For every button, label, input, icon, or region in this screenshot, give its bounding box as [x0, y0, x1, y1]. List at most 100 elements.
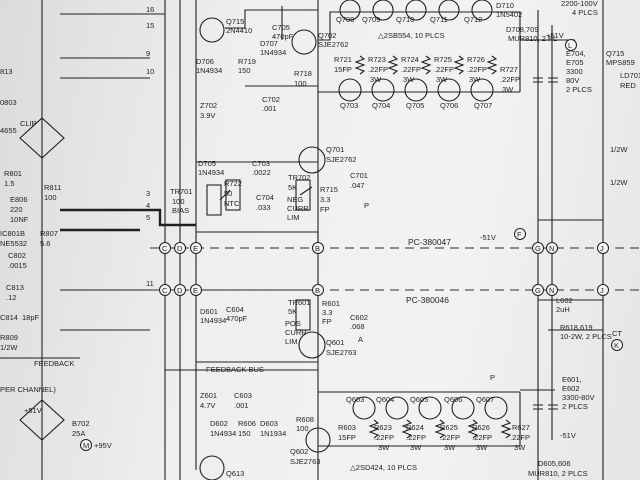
svg-text:R811: R811: [44, 183, 61, 192]
svg-text:1N4934: 1N4934: [260, 48, 286, 57]
svg-text:100: 100: [294, 79, 307, 88]
svg-text:Q715: Q715: [226, 17, 244, 26]
svg-text:R725: R725: [434, 55, 452, 64]
svg-text:.068: .068: [350, 322, 365, 331]
svg-text:Q707: Q707: [474, 101, 492, 110]
svg-text:10: 10: [146, 67, 154, 76]
svg-text:△2SD424, 10 PLCS: △2SD424, 10 PLCS: [350, 463, 417, 472]
svg-text:NTC: NTC: [224, 199, 240, 208]
svg-text:1/2W: 1/2W: [610, 178, 628, 187]
svg-text:M: M: [83, 441, 89, 450]
svg-text:.12: .12: [6, 293, 16, 302]
svg-text:470pF: 470pF: [272, 32, 294, 41]
svg-text:Q709: Q709: [362, 15, 380, 24]
lower-output-transistors: [352, 396, 512, 439]
svg-text:TR702: TR702: [288, 173, 311, 182]
svg-text:D605,606: D605,606: [538, 459, 571, 468]
svg-text:G: G: [535, 286, 541, 295]
svg-text:25A: 25A: [72, 429, 85, 438]
svg-text:D706: D706: [196, 57, 214, 66]
svg-text:R623: R623: [374, 423, 392, 432]
svg-text:R606: R606: [238, 419, 256, 428]
svg-text:P: P: [364, 201, 369, 210]
svg-text:FP: FP: [322, 317, 332, 326]
wires: [0, 0, 604, 480]
svg-text:D601: D601: [200, 307, 218, 316]
svg-text:Q604: Q604: [376, 395, 394, 404]
svg-text:R601: R601: [322, 299, 340, 308]
svg-text:E: E: [193, 244, 198, 253]
svg-text:FP: FP: [320, 205, 330, 214]
svg-text:PC-380046: PC-380046: [406, 295, 449, 305]
svg-text:CURR: CURR: [287, 204, 309, 213]
svg-text:.22FP: .22FP: [406, 433, 426, 442]
svg-text:C701: C701: [350, 171, 368, 180]
svg-text:R627: R627: [512, 423, 530, 432]
svg-text:4: 4: [146, 201, 150, 210]
svg-text:+51V: +51V: [546, 31, 564, 40]
svg-text:LIM: LIM: [287, 213, 300, 222]
svg-text:-51V: -51V: [480, 233, 496, 242]
svg-text:L602: L602: [556, 296, 573, 305]
svg-text:Q715: Q715: [606, 49, 624, 58]
svg-text:1.5: 1.5: [4, 179, 14, 188]
svg-text:NEG: NEG: [287, 195, 303, 204]
svg-text:MUR810, 2 PLCS: MUR810, 2 PLCS: [528, 469, 588, 478]
svg-text:MPS859: MPS859: [606, 58, 635, 67]
svg-text:R624: R624: [406, 423, 424, 432]
svg-text:C603: C603: [234, 391, 252, 400]
svg-text:MUR810, 2 PL: MUR810, 2 PL: [508, 34, 557, 43]
svg-text:POS: POS: [285, 319, 301, 328]
svg-text:Q606: Q606: [444, 395, 462, 404]
svg-text:Q705: Q705: [406, 101, 424, 110]
svg-text:Q706: Q706: [440, 101, 458, 110]
svg-text:1N4934: 1N4934: [198, 168, 224, 177]
svg-text:E704,: E704,: [566, 49, 586, 58]
svg-text:3: 3: [146, 189, 150, 198]
svg-text:18pF: 18pF: [22, 313, 40, 322]
svg-text:R807: R807: [40, 229, 58, 238]
svg-text:C813: C813: [6, 283, 24, 292]
svg-text:R801: R801: [4, 169, 22, 178]
svg-text:1N4934: 1N4934: [196, 66, 222, 75]
svg-text:Q605: Q605: [410, 395, 428, 404]
svg-text:.0015: .0015: [8, 261, 27, 270]
svg-text:CT: CT: [612, 329, 622, 338]
svg-text:Q710: Q710: [396, 15, 414, 24]
svg-text:C705: C705: [272, 23, 290, 32]
svg-text:PC-380047: PC-380047: [408, 237, 451, 247]
svg-text:3W: 3W: [410, 443, 422, 452]
svg-text:3.3: 3.3: [322, 308, 332, 317]
svg-text:4655: 4655: [0, 126, 17, 135]
svg-text:Q712: Q712: [464, 15, 482, 24]
svg-text:813: 813: [0, 67, 13, 76]
svg-text:R727: R727: [500, 65, 518, 74]
svg-text:3.3: 3.3: [320, 195, 330, 204]
svg-text:Z601: Z601: [200, 391, 217, 400]
svg-text:470pF: 470pF: [226, 314, 248, 323]
svg-text:0803: 0803: [0, 98, 17, 107]
svg-text:3W: 3W: [436, 75, 448, 84]
svg-text:B: B: [315, 286, 320, 295]
svg-text:C604: C604: [226, 305, 244, 314]
svg-text:Q602: Q602: [290, 447, 308, 456]
svg-text:.22FP: .22FP: [368, 65, 388, 74]
svg-text:PER CHANNEL): PER CHANNEL): [0, 385, 56, 394]
svg-text:TR701: TR701: [170, 187, 193, 196]
svg-text:SJE2763: SJE2763: [290, 457, 320, 466]
svg-text:RED: RED: [620, 81, 636, 90]
svg-text:D707: D707: [260, 39, 278, 48]
svg-text:R718: R718: [294, 69, 312, 78]
svg-text:R721: R721: [334, 55, 352, 64]
svg-text:IC801B: IC801B: [0, 229, 25, 238]
svg-text:5.6: 5.6: [40, 239, 50, 248]
svg-text:Q708: Q708: [336, 15, 354, 24]
svg-text:R618,619: R618,619: [560, 323, 593, 332]
svg-text:Q704: Q704: [372, 101, 390, 110]
svg-text:3300: 3300: [566, 67, 583, 76]
svg-text:10NF: 10NF: [10, 215, 29, 224]
svg-text:Q701: Q701: [326, 145, 344, 154]
svg-text:R625: R625: [440, 423, 458, 432]
svg-text:G: G: [535, 244, 541, 253]
svg-text:3.9V: 3.9V: [200, 111, 215, 120]
